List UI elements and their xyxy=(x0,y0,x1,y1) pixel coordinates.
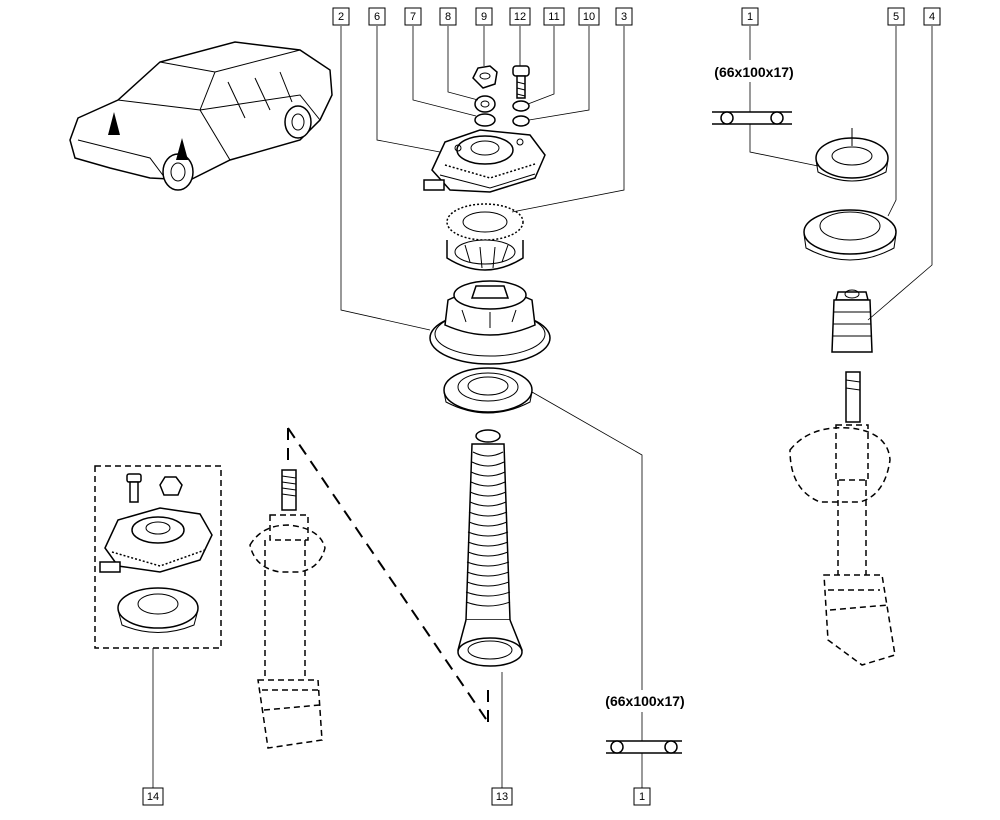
callout-13: 13 xyxy=(491,787,513,806)
svg-text:12: 12 xyxy=(514,11,526,23)
callout-4: 4 xyxy=(923,7,941,26)
svg-text:14: 14 xyxy=(147,791,159,803)
nut-icon xyxy=(472,65,498,89)
bearing-icon xyxy=(815,128,889,182)
shock-absorber-icon xyxy=(249,469,326,749)
callout-8: 8 xyxy=(439,7,457,26)
bearing-dimension-bottom: (66x100x17) xyxy=(605,693,684,709)
car-icon xyxy=(69,41,333,191)
callout-1-bottom: 1 xyxy=(633,787,651,806)
strut-mount-icon xyxy=(803,209,897,261)
callout-12: 12 xyxy=(509,7,531,26)
bearing-icon xyxy=(117,587,199,633)
svg-text:13: 13 xyxy=(496,791,508,803)
strut-mount-icon xyxy=(423,129,546,193)
svg-text:9: 9 xyxy=(481,11,487,23)
svg-text:1: 1 xyxy=(639,791,645,803)
svg-text:1: 1 xyxy=(747,11,753,23)
bolt-icon xyxy=(126,473,142,503)
bump-stop-icon xyxy=(831,289,873,353)
bearing-icon xyxy=(446,203,524,271)
callout-5: 5 xyxy=(887,7,905,26)
svg-text:10: 10 xyxy=(583,11,595,23)
washer-icon xyxy=(512,115,530,127)
leader-lines xyxy=(152,26,933,788)
washer-icon xyxy=(474,95,496,127)
svg-text:4: 4 xyxy=(929,11,935,23)
callout-11: 11 xyxy=(543,7,565,26)
strut-mount-icon xyxy=(429,280,551,365)
callout-6: 6 xyxy=(368,7,386,26)
dust-boot-icon xyxy=(457,429,523,667)
svg-text:8: 8 xyxy=(445,11,451,23)
svg-text:11: 11 xyxy=(548,11,559,23)
washer-icon xyxy=(512,100,530,112)
kit-box xyxy=(94,465,222,649)
callout-9: 9 xyxy=(475,7,493,26)
svg-text:2: 2 xyxy=(338,11,344,23)
svg-text:3: 3 xyxy=(621,11,627,23)
callout-7: 7 xyxy=(404,7,422,26)
bearing-dimension-top: (66x100x17) xyxy=(714,64,793,80)
svg-text:5: 5 xyxy=(893,11,899,23)
nut-icon xyxy=(159,476,183,496)
callout-2: 2 xyxy=(332,7,350,26)
bearing-icon xyxy=(606,740,682,754)
svg-text:7: 7 xyxy=(410,11,416,23)
bolt-icon xyxy=(512,65,530,99)
callout-10: 10 xyxy=(578,7,600,26)
bearing-icon xyxy=(443,367,533,414)
strut-mount-icon xyxy=(99,507,213,573)
shock-absorber-icon xyxy=(789,371,896,666)
callout-3: 3 xyxy=(615,7,633,26)
callout-14: 14 xyxy=(142,787,164,806)
bearing-icon xyxy=(712,111,792,125)
callout-1-top: 1 xyxy=(741,7,759,26)
svg-text:6: 6 xyxy=(374,11,380,23)
